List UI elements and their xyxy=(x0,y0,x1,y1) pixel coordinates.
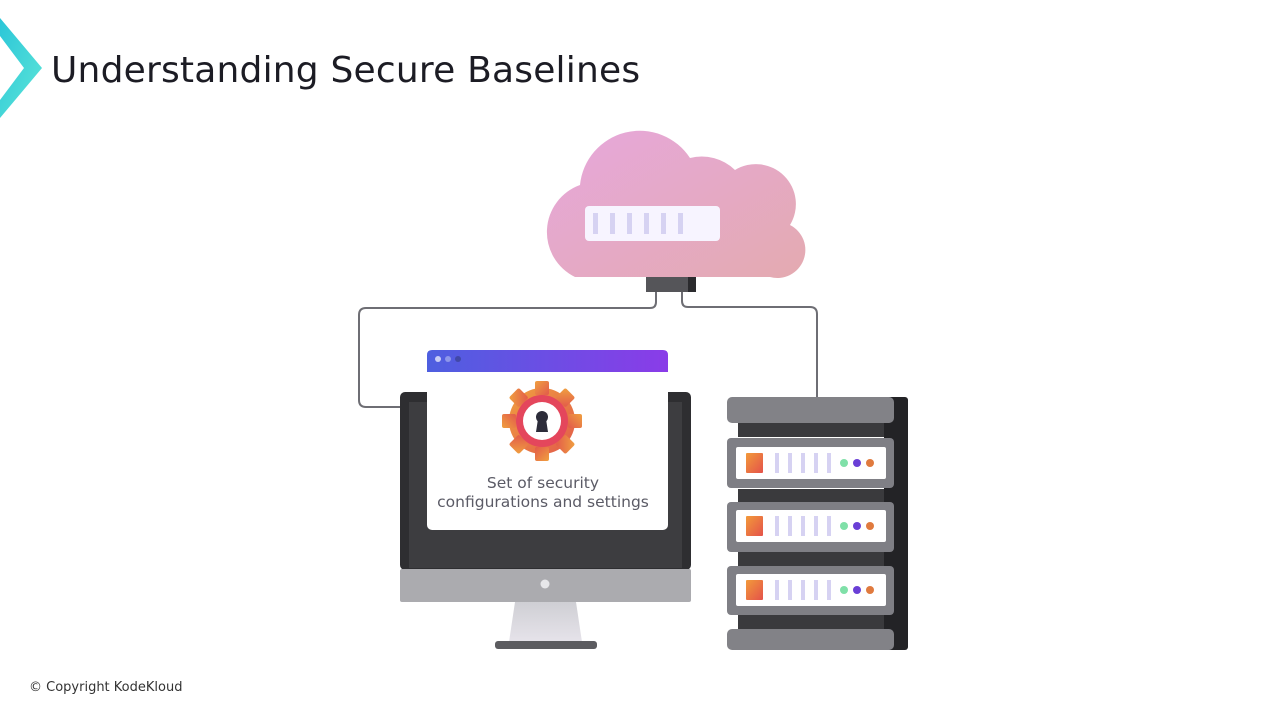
caption-line-1: Set of security xyxy=(486,474,600,492)
server-unit-2 xyxy=(727,502,894,552)
caption-line-2: configurations and settings xyxy=(437,493,649,511)
copyright-footer: © Copyright KodeKloud xyxy=(29,680,183,695)
page-title: Understanding Secure Baselines xyxy=(51,50,641,91)
server-unit-3 xyxy=(727,566,894,615)
network-connectors xyxy=(358,292,818,408)
server-rack-icon xyxy=(727,397,908,650)
server-unit-1 xyxy=(727,438,894,488)
diagram-caption: Set of security configurations and setti… xyxy=(428,474,658,512)
gear-lock-icon xyxy=(502,381,582,461)
cloud-icon xyxy=(546,130,806,292)
kodekloud-logo-icon xyxy=(0,18,42,118)
